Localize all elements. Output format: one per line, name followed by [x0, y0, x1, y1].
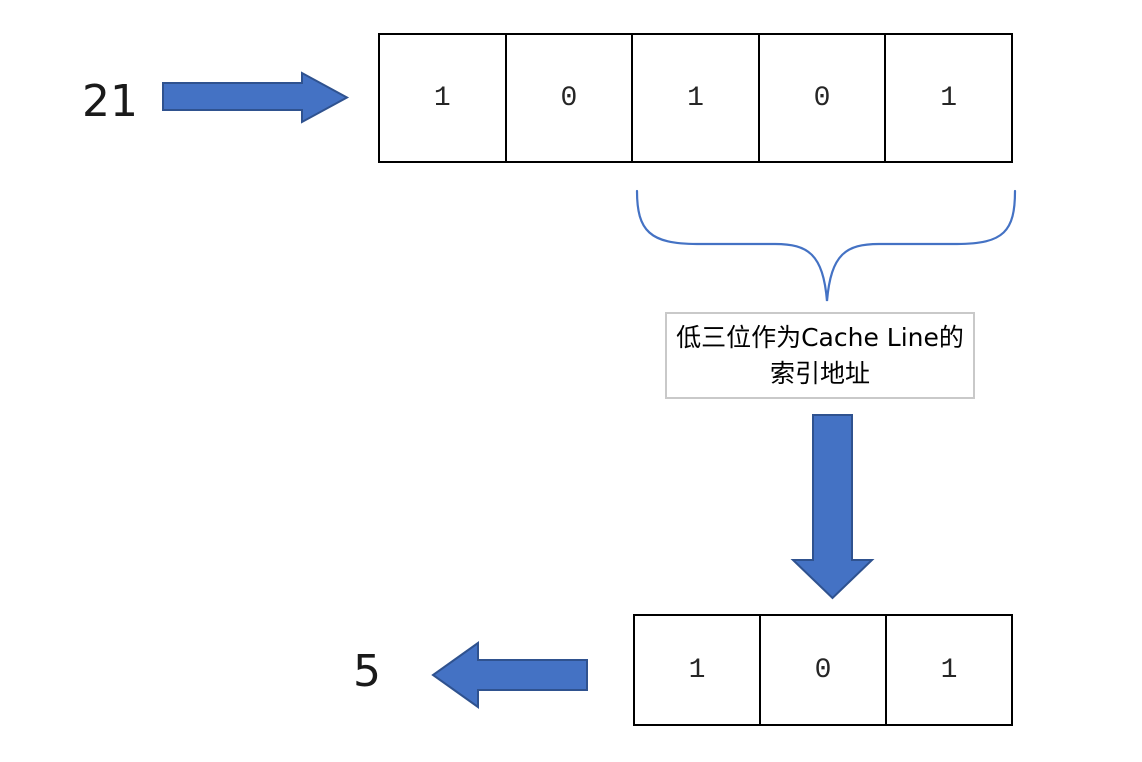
- right-arrow-icon: [162, 71, 350, 124]
- decimal-input-label: 21: [82, 76, 138, 127]
- bit-cell: 1: [884, 35, 1011, 161]
- caption-line-2: 索引地址: [769, 358, 870, 388]
- low-bits-brace-icon: [635, 189, 1017, 302]
- bit-cell: 1: [635, 616, 759, 724]
- bit-cell: 1: [885, 616, 1011, 724]
- caption-line-1: 低三位作为Cache Line的: [676, 322, 964, 352]
- bit-cell: 0: [504, 35, 632, 161]
- bit-cell: 1: [631, 35, 758, 161]
- bit-cell: 0: [757, 35, 885, 161]
- decimal-output-label: 5: [353, 646, 381, 697]
- caption-box: 低三位作为Cache Line的 索引地址: [665, 312, 975, 399]
- bit-cell: 0: [759, 616, 885, 724]
- left-arrow-icon: [431, 641, 588, 709]
- bit-cell: 1: [380, 35, 505, 161]
- down-arrow-icon: [790, 414, 875, 600]
